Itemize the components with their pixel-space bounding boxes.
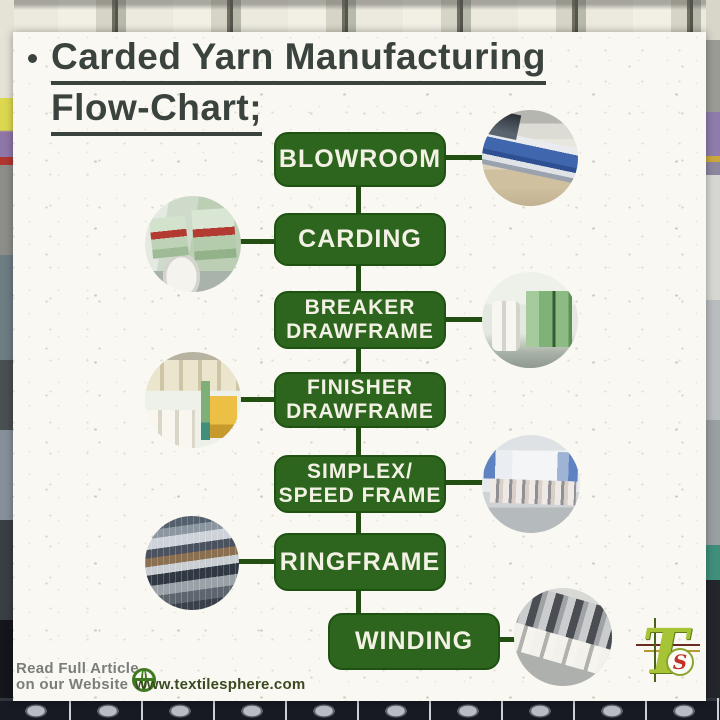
connector-carding-photo xyxy=(240,239,274,244)
flow-step-label: FINISHER DRAWFRAME xyxy=(286,376,434,423)
connector-blowroom-photo xyxy=(446,155,484,160)
title-bullet xyxy=(28,54,37,63)
flow-step-winding: WINDING xyxy=(328,613,500,670)
connector-breaker-photo xyxy=(446,317,484,322)
flow-step-blowroom: BLOWROOM xyxy=(274,132,446,187)
breaker-drawframe-machine-photo xyxy=(482,272,578,368)
background-photo-top-bobbins xyxy=(0,0,720,34)
blowroom-machine-photo xyxy=(482,110,578,206)
logo-line-vertical xyxy=(654,618,656,682)
flow-step-ringframe: RINGFRAME xyxy=(274,533,446,591)
logo-letter-s-badge: S xyxy=(666,648,694,676)
read-full-article-text: Read Full Article on our Website xyxy=(16,661,156,693)
connector-finisher-photo xyxy=(240,397,274,402)
page-title: Carded Yarn Manufacturing Flow-Chart; xyxy=(51,34,651,136)
read-full-article-line1: Read Full Article xyxy=(16,660,139,677)
connector-simplex-photo xyxy=(446,480,484,485)
winding-machine-photo xyxy=(514,588,612,686)
simplex-speed-frame-machine-photo xyxy=(482,435,580,533)
connector-finisher-simplex xyxy=(356,428,361,455)
textilesphere-logo: T S xyxy=(636,612,702,696)
page-title-line2: Flow-Chart; xyxy=(51,85,263,136)
flow-step-label: BLOWROOM xyxy=(278,145,442,173)
flyer-card: Carded Yarn Manufacturing Flow-Chart; BL… xyxy=(13,32,706,701)
background-photo-bottom-winders xyxy=(0,698,720,720)
flow-step-label: RINGFRAME xyxy=(279,547,441,576)
background-photo-left-strip xyxy=(0,0,14,720)
flow-step-simplex-speed-frame: SIMPLEX/ SPEED FRAME xyxy=(274,455,446,513)
flow-step-label: BREAKER DRAWFRAME xyxy=(286,296,434,343)
connector-winding-photo xyxy=(500,637,516,642)
globe-icon xyxy=(132,668,156,692)
connector-ringframe-photo xyxy=(237,559,274,564)
background-photo-right-strip xyxy=(706,0,720,720)
website-url: www.textilesphere.com xyxy=(135,676,306,693)
connector-simplex-ringframe xyxy=(356,513,361,533)
connector-carding-breaker xyxy=(356,266,361,291)
connector-blowroom-carding xyxy=(356,187,361,213)
carding-machine-photo xyxy=(145,196,241,292)
flow-step-breaker-drawframe: BREAKER DRAWFRAME xyxy=(274,291,446,349)
flow-step-label: CARDING xyxy=(298,225,422,253)
flow-step-finisher-drawframe: FINISHER DRAWFRAME xyxy=(274,372,446,428)
page-title-line1: Carded Yarn Manufacturing xyxy=(51,34,546,85)
flow-step-label: SIMPLEX/ SPEED FRAME xyxy=(278,460,442,507)
ringframe-machine-photo xyxy=(145,516,239,610)
connector-ringframe-winding xyxy=(356,591,361,613)
read-full-article-line2: on our Website xyxy=(16,676,129,693)
connector-breaker-finisher xyxy=(356,349,361,372)
flow-step-carding: CARDING xyxy=(274,213,446,266)
finisher-drawframe-machine-photo xyxy=(145,352,241,448)
logo-line-horizontal xyxy=(636,644,700,646)
flow-step-label: WINDING xyxy=(354,627,474,655)
